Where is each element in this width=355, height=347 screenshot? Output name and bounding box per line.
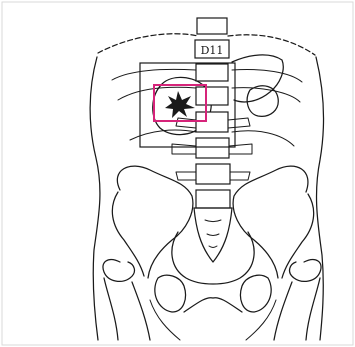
vertebra-6 [196, 164, 230, 184]
vertebra-5 [196, 138, 229, 158]
left-femur [104, 278, 150, 340]
vertebra-top [197, 18, 227, 34]
vertebra-3 [196, 87, 228, 105]
pubic-arch [184, 298, 242, 312]
right-iliac-inner [282, 194, 314, 278]
right-iliac-wing [233, 166, 308, 278]
left-iliac-inner [112, 192, 144, 276]
lesion-marker [165, 91, 195, 118]
right-femoral-head [290, 260, 322, 282]
pelvic-inlet [172, 232, 254, 284]
left-iliac-wing [117, 166, 193, 278]
vertebra-7 [196, 190, 230, 208]
left-femoral-head [103, 260, 135, 282]
torso-outline-right [316, 57, 323, 340]
torso-outline-left [90, 57, 100, 340]
ischium-lines [150, 300, 276, 340]
vertebra-2 [196, 64, 228, 81]
image-frame [2, 2, 353, 345]
sacral-foramina [205, 220, 221, 248]
left-obturator [155, 275, 186, 312]
liver-outline [232, 55, 283, 102]
right-obturator [241, 275, 272, 312]
right-femur [274, 278, 320, 340]
vertebra-label: D11 [201, 44, 224, 57]
